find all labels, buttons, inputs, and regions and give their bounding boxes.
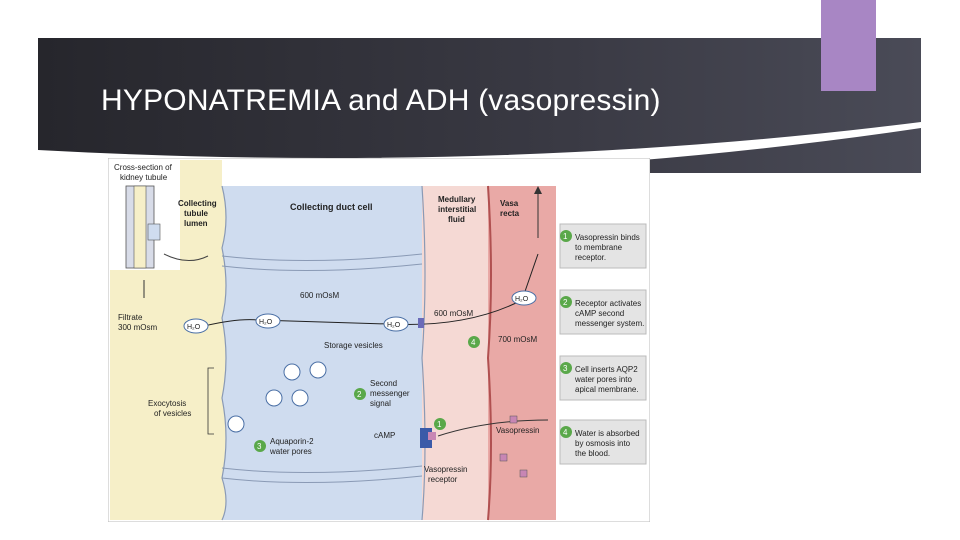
osm-cell: 600 mOsM bbox=[300, 291, 339, 300]
second-messenger-3: signal bbox=[370, 399, 391, 408]
lumen-label-3: lumen bbox=[184, 219, 208, 228]
vessel-wall bbox=[486, 185, 492, 521]
inset-label-2: kidney tubule bbox=[120, 173, 168, 182]
vesicle-2 bbox=[309, 361, 327, 379]
vasopressin-label: Vasopressin bbox=[496, 426, 539, 435]
h2o-lumen-bubble bbox=[183, 318, 209, 334]
interstitial-label-3: fluid bbox=[448, 215, 465, 224]
lumen-label-2: tubule bbox=[184, 209, 209, 218]
badge-2 bbox=[354, 388, 366, 400]
second-messenger-1: Second bbox=[370, 379, 397, 388]
inset-arrow bbox=[163, 253, 209, 261]
filtrate-label-1: Filtrate bbox=[118, 313, 143, 322]
step-1-num: 1 bbox=[563, 232, 568, 241]
storage-vesicles-label: Storage vesicles bbox=[324, 341, 383, 350]
exocytosis-bracket bbox=[207, 367, 214, 435]
h2o-cell: H₂O bbox=[259, 319, 273, 326]
step-box-3-bg bbox=[559, 355, 647, 401]
vesicle-5 bbox=[227, 415, 245, 433]
inset-lumen bbox=[133, 185, 147, 269]
vasopressin-molecule-2 bbox=[499, 453, 508, 462]
h2o-interstitial: H₂O bbox=[387, 322, 401, 329]
exocytosis-1: Exocytosis bbox=[148, 399, 186, 408]
badge-4 bbox=[468, 336, 480, 348]
vasa-label-1: Vasa bbox=[500, 199, 519, 208]
step-3-line-2: water pores into bbox=[574, 375, 632, 384]
filtrate-label-2: 300 mOsm bbox=[118, 323, 157, 332]
step-box-1: 1 Vasopressin binds to membrane receptor… bbox=[559, 223, 647, 269]
h2o-cell-bubble bbox=[255, 313, 281, 329]
cell-junction-top bbox=[221, 253, 423, 272]
interstitial-region bbox=[422, 186, 488, 520]
vesicle-3 bbox=[265, 389, 283, 407]
badge-3 bbox=[254, 440, 266, 452]
step-3-line-1: Cell inserts AQP2 bbox=[575, 365, 638, 374]
step-2-line-1: Receptor activates bbox=[575, 299, 641, 308]
step-box-3: 3 Cell inserts AQP2 water pores into api… bbox=[559, 355, 647, 401]
vasopressin-molecule-1 bbox=[509, 415, 518, 424]
step-box-2: 2 Receptor activates cAMP second messeng… bbox=[559, 289, 647, 335]
h2o-blood: H₂O bbox=[515, 296, 529, 303]
badge-1-num: 1 bbox=[437, 420, 442, 429]
aquaporin-2: water pores bbox=[269, 447, 312, 456]
step-box-1-bg bbox=[559, 223, 647, 269]
step-2-line-2: cAMP second bbox=[575, 309, 624, 318]
step-3-badge bbox=[560, 362, 572, 374]
osm-blood: 700 mOsM bbox=[498, 335, 537, 344]
vasa-recta-region bbox=[488, 186, 556, 520]
vasopressin-arrow bbox=[437, 419, 549, 437]
title-band bbox=[38, 38, 921, 173]
vesicle-1 bbox=[283, 363, 301, 381]
receptor-label-1: Vasopressin bbox=[424, 465, 467, 474]
adh-figure: Cross-section of kidney tubule Collectin… bbox=[108, 158, 650, 522]
cell-region bbox=[222, 186, 422, 520]
aquaporin-1: Aquaporin-2 bbox=[270, 437, 314, 446]
step-1-line-1: Vasopressin binds bbox=[575, 233, 640, 242]
cell-junction-bottom bbox=[221, 465, 423, 484]
exocytosis-2: of vesicles bbox=[154, 409, 191, 418]
h2o-blood-bubble bbox=[511, 290, 537, 306]
step-4-line-2: by osmosis into bbox=[575, 439, 631, 448]
h2o-lumen: H₂O bbox=[187, 324, 201, 331]
badge-4-num: 4 bbox=[471, 338, 476, 347]
camp-label: cAMP bbox=[374, 431, 395, 440]
vesicle-4 bbox=[291, 389, 309, 407]
step-1-badge bbox=[560, 230, 572, 242]
aqp3-channel bbox=[418, 318, 424, 328]
interstitial-label-2: interstitial bbox=[438, 205, 476, 214]
inset-label-1: Cross-section of bbox=[114, 163, 173, 172]
step-1-line-2: to membrane bbox=[575, 243, 623, 252]
h2o-interstitial-bubble bbox=[383, 316, 409, 332]
step-2-num: 2 bbox=[563, 298, 568, 307]
inset-section bbox=[147, 223, 161, 241]
second-messenger-2: messenger bbox=[370, 389, 410, 398]
step-4-badge bbox=[560, 426, 572, 438]
interstitial-label-1: Medullary bbox=[438, 195, 476, 204]
osm-interstitial: 600 mOsM bbox=[434, 309, 473, 318]
vasopressin-bound bbox=[428, 432, 436, 440]
accent-bar bbox=[821, 0, 876, 91]
step-4-line-3: the blood. bbox=[575, 449, 610, 458]
slide-title: HYPONATREMIA and ADH (vasopressin) bbox=[101, 84, 661, 117]
badge-3-num: 3 bbox=[257, 442, 262, 451]
step-3-num: 3 bbox=[563, 364, 568, 373]
step-3-line-3: apical membrane. bbox=[575, 385, 639, 394]
step-2-line-3: messenger system. bbox=[575, 319, 644, 328]
step-4-num: 4 bbox=[563, 428, 568, 437]
step-box-4-bg bbox=[559, 419, 647, 465]
step-box-4: 4 Water is absorbed by osmosis into the … bbox=[559, 419, 647, 465]
step-1-line-3: receptor. bbox=[575, 253, 606, 262]
lumen-label-1: Collecting bbox=[178, 199, 217, 208]
vasopressin-molecule-3 bbox=[519, 469, 528, 478]
badge-1 bbox=[434, 418, 446, 430]
blood-flow-arrowhead bbox=[534, 186, 542, 194]
basolateral-membrane bbox=[421, 185, 426, 521]
cell-label: Collecting duct cell bbox=[290, 202, 373, 212]
receptor-label-2: receptor bbox=[428, 475, 458, 484]
vasa-label-2: recta bbox=[500, 209, 520, 218]
step-2-badge bbox=[560, 296, 572, 308]
step-4-line-1: Water is absorbed bbox=[575, 429, 640, 438]
step-box-2-bg bbox=[559, 289, 647, 335]
badge-2-num: 2 bbox=[357, 390, 362, 399]
